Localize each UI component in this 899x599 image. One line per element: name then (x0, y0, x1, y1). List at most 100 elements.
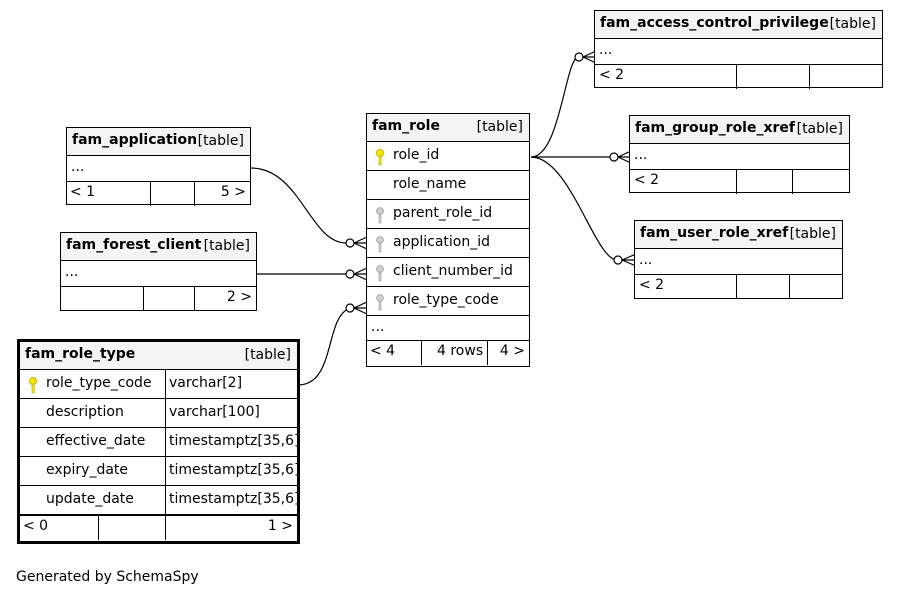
table-fam-forest-client[interactable]: fam_forest_client [table] ... 2 > (60, 232, 257, 311)
column-row-role-name[interactable]: role_name (367, 171, 529, 200)
column-type: timestamptz[35,6] (169, 491, 300, 507)
parents-count[interactable]: < 4 (370, 343, 396, 359)
table-header: fam_forest_client [table] (61, 233, 256, 261)
table-footer: < 1 5 > (67, 182, 250, 206)
table-name[interactable]: fam_role (372, 118, 440, 134)
crowfoot-access-control (582, 50, 597, 64)
ellipsis: ... (599, 42, 613, 58)
column-name: effective_date (46, 433, 146, 449)
table-fam-access-control-privilege[interactable]: fam_access_control_privilege [table] ...… (594, 10, 883, 89)
column-row-parent-role-id[interactable]: parent_role_id (367, 200, 529, 229)
children-count[interactable]: 1 > (267, 518, 293, 534)
ellipsis: ... (65, 264, 79, 280)
parents-count[interactable]: < 2 (634, 172, 660, 188)
table-header: fam_group_role_xref [table] (630, 116, 849, 144)
table-kind: [table] (476, 119, 523, 135)
optional-circle-group-role-xref (609, 152, 619, 162)
table-footer: < 2 (630, 170, 849, 194)
column-name: update_date (46, 491, 134, 507)
more-columns-row: ... (595, 39, 882, 65)
ellipsis: ... (639, 252, 653, 268)
table-kind: [table] (796, 121, 843, 137)
crowfoot-application-id (353, 236, 368, 250)
more-columns-row: ... (367, 316, 529, 341)
column-name: expiry_date (46, 462, 129, 478)
link-application-to-role (250, 167, 347, 244)
more-columns-row: ... (67, 156, 250, 182)
ellipsis: ... (634, 147, 648, 163)
column-type: varchar[100] (169, 404, 260, 420)
column-row-description[interactable]: description varchar[100] (20, 399, 297, 428)
more-columns-row: ... (635, 249, 842, 275)
table-header: fam_role_type [table] (20, 342, 297, 370)
ellipsis: ... (371, 319, 385, 335)
column-name: parent_role_id (393, 205, 493, 221)
table-kind: [table] (197, 133, 244, 149)
table-footer: < 2 (635, 275, 842, 299)
column-name: role_id (393, 147, 440, 163)
column-row-role-type-code[interactable]: role_type_code varchar[2] (20, 370, 297, 399)
parents-count[interactable]: < 2 (639, 277, 665, 293)
children-count[interactable]: 4 > (499, 343, 525, 359)
children-count[interactable]: 2 > (226, 289, 252, 305)
table-footer: < 2 (595, 65, 882, 89)
foreign-key-icon (376, 207, 384, 224)
link-role-to-user-role-xref (530, 156, 618, 261)
table-name[interactable]: fam_group_role_xref (635, 120, 795, 136)
table-fam-role-type[interactable]: fam_role_type [table] role_type_code var… (17, 339, 300, 544)
parents-count[interactable]: < 1 (70, 184, 96, 200)
table-footer: < 4 4 rows 4 > (367, 341, 529, 365)
table-name[interactable]: fam_forest_client (66, 237, 202, 253)
column-name: application_id (393, 234, 491, 250)
table-header: fam_access_control_privilege [table] (595, 11, 882, 39)
table-footer: < 0 1 > (20, 515, 297, 540)
row-count: 4 rows (437, 343, 484, 359)
parents-count[interactable]: < 2 (599, 67, 625, 83)
table-name[interactable]: fam_role_type (25, 346, 136, 362)
column-name: description (46, 404, 124, 420)
table-kind: [table] (244, 347, 291, 363)
column-row-role-id[interactable]: role_id (367, 142, 529, 171)
table-fam-group-role-xref[interactable]: fam_group_role_xref [table] ... < 2 (629, 115, 850, 194)
column-type: varchar[2] (169, 375, 243, 391)
table-fam-application[interactable]: fam_application [table] ... < 1 5 > (66, 127, 251, 206)
column-row-update-date[interactable]: update_date timestamptz[35,6] (20, 486, 300, 515)
column-name: role_type_code (46, 375, 152, 391)
column-name: role_type_code (393, 292, 499, 308)
optional-circle-access-control (574, 52, 584, 62)
optional-circle-application-id (345, 238, 355, 248)
more-columns-row: ... (61, 261, 256, 287)
ellipsis: ... (71, 159, 85, 175)
table-header: fam_user_role_xref [table] (635, 221, 842, 249)
link-role-to-access-control (530, 56, 579, 158)
column-row-expiry-date[interactable]: expiry_date timestamptz[35,6] (20, 457, 300, 486)
crowfoot-group-role-xref (617, 150, 632, 164)
table-header: fam_application [table] (67, 128, 250, 156)
crowfoot-client-number-id (353, 267, 368, 281)
table-name[interactable]: fam_user_role_xref (640, 225, 789, 241)
table-name[interactable]: fam_access_control_privilege (600, 15, 829, 31)
table-kind: [table] (829, 16, 876, 32)
table-fam-role[interactable]: fam_role [table] role_id role_name paren… (366, 113, 530, 367)
column-row-effective-date[interactable]: effective_date timestamptz[35,6] (20, 428, 299, 457)
column-type: timestamptz[35,6] (169, 462, 300, 478)
children-count[interactable]: 5 > (220, 184, 246, 200)
foreign-key-icon (376, 265, 384, 282)
optional-circle-client-number-id (345, 269, 355, 279)
column-name: client_number_id (393, 263, 513, 279)
table-fam-user-role-xref[interactable]: fam_user_role_xref [table] ... < 2 (634, 220, 843, 299)
more-columns-row: ... (630, 144, 849, 170)
column-row-role-type-code[interactable]: role_type_code (367, 287, 529, 316)
table-name[interactable]: fam_application (72, 132, 198, 148)
column-row-application-id[interactable]: application_id (367, 229, 529, 258)
primary-key-icon (29, 377, 37, 394)
table-kind: [table] (789, 226, 836, 242)
parents-count[interactable]: < 0 (23, 518, 49, 534)
link-role-type-to-role (297, 308, 349, 386)
table-header: fam_role [table] (367, 114, 529, 142)
foreign-key-icon (376, 294, 384, 311)
crowfoot-role-type-code (353, 301, 368, 315)
generated-by-caption: Generated by SchemaSpy (16, 569, 199, 585)
column-row-client-number-id[interactable]: client_number_id (367, 258, 529, 287)
